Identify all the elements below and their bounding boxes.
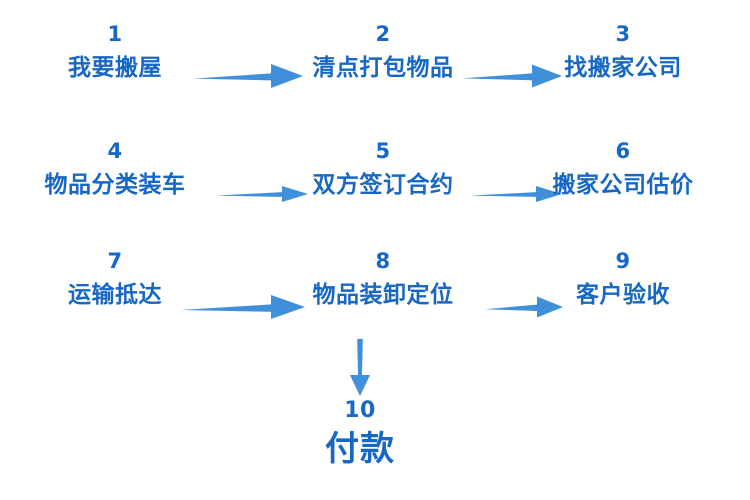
step-node-10[interactable]: 10 付款 xyxy=(325,400,395,468)
step-number: 10 xyxy=(344,398,376,423)
step-node-7[interactable]: 7 运输抵达 xyxy=(68,249,162,308)
step-number: 7 xyxy=(107,249,123,273)
connector-arrow-2-to-3 xyxy=(462,61,562,91)
step-number: 9 xyxy=(615,249,631,273)
connector-arrow-5-to-6 xyxy=(470,183,562,205)
step-node-4[interactable]: 4 物品分类装车 xyxy=(44,139,186,198)
step-node-5[interactable]: 5 双方签订合约 xyxy=(312,139,454,198)
step-label: 客户验收 xyxy=(576,282,670,308)
connector-arrow-8-to-10 xyxy=(347,339,373,396)
step-number: 8 xyxy=(375,249,391,273)
connector-arrow-4-to-5 xyxy=(216,183,308,205)
step-node-1[interactable]: 1 我要搬屋 xyxy=(68,22,162,81)
connector-arrow-8-to-9 xyxy=(485,294,563,320)
step-label: 清点打包物品 xyxy=(312,55,454,81)
step-number: 6 xyxy=(615,139,631,163)
step-label: 运输抵达 xyxy=(68,282,162,308)
connector-arrow-1-to-2 xyxy=(193,61,303,91)
step-label: 物品装卸定位 xyxy=(312,282,454,308)
step-label: 付款 xyxy=(325,429,395,469)
step-label: 找搬家公司 xyxy=(564,55,682,81)
step-label: 双方签订合约 xyxy=(312,172,454,198)
step-number: 2 xyxy=(375,22,391,46)
step-node-2[interactable]: 2 清点打包物品 xyxy=(312,22,454,81)
step-number: 3 xyxy=(615,22,631,46)
step-number: 1 xyxy=(107,22,123,46)
step-label: 搬家公司估价 xyxy=(552,172,694,198)
step-label: 物品分类装车 xyxy=(44,172,186,198)
step-number: 5 xyxy=(375,139,391,163)
step-node-9[interactable]: 9 客户验收 xyxy=(576,249,670,308)
step-node-8[interactable]: 8 物品装卸定位 xyxy=(312,249,454,308)
step-node-3[interactable]: 3 找搬家公司 xyxy=(564,22,682,81)
step-label: 我要搬屋 xyxy=(68,55,162,81)
connector-arrow-7-to-8 xyxy=(181,292,305,322)
step-node-6[interactable]: 6 搬家公司估价 xyxy=(552,139,694,198)
step-number: 4 xyxy=(107,139,123,163)
